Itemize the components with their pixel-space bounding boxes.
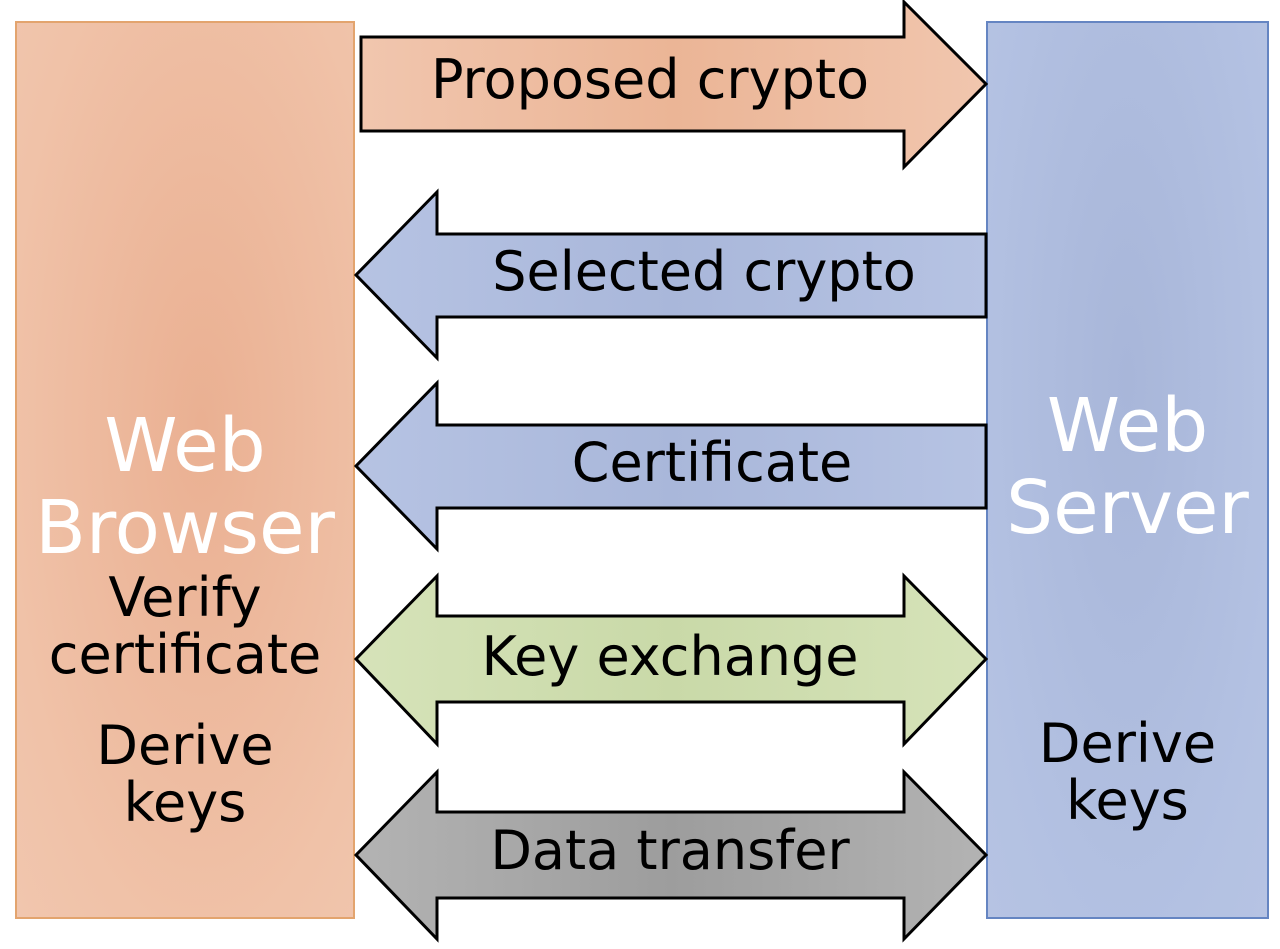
server-title-line2: Server bbox=[1006, 465, 1249, 551]
browser-verify-line1: Verify bbox=[108, 566, 262, 629]
web-browser-panel: Web Browser Verify certificate Derive ke… bbox=[15, 21, 355, 919]
certificate-arrow bbox=[353, 379, 988, 553]
web-server-panel: Web Server Derive keys bbox=[986, 21, 1269, 919]
proposed-crypto-label: Proposed crypto bbox=[431, 48, 869, 111]
browser-derive-line2: keys bbox=[123, 771, 247, 834]
browser-derive-line1: Derive bbox=[96, 714, 274, 777]
server-derive-line2: keys bbox=[1066, 769, 1189, 832]
server-derive-line1: Derive bbox=[1038, 712, 1217, 775]
certificate-label: Certificate bbox=[572, 431, 853, 494]
key-exchange-arrow bbox=[353, 572, 989, 748]
data-transfer-label: Data transfer bbox=[490, 819, 850, 882]
data-transfer-arrow bbox=[353, 768, 989, 943]
browser-title-line2: Browser bbox=[35, 485, 335, 571]
selected-crypto-arrow bbox=[353, 188, 988, 362]
browser-verify-line2: certificate bbox=[48, 623, 322, 686]
server-title-line1: Web bbox=[1046, 383, 1209, 469]
proposed-crypto-arrow bbox=[359, 0, 989, 171]
key-exchange-label: Key exchange bbox=[481, 625, 858, 688]
browser-title-line1: Web bbox=[104, 403, 266, 489]
selected-crypto-label: Selected crypto bbox=[492, 240, 916, 303]
